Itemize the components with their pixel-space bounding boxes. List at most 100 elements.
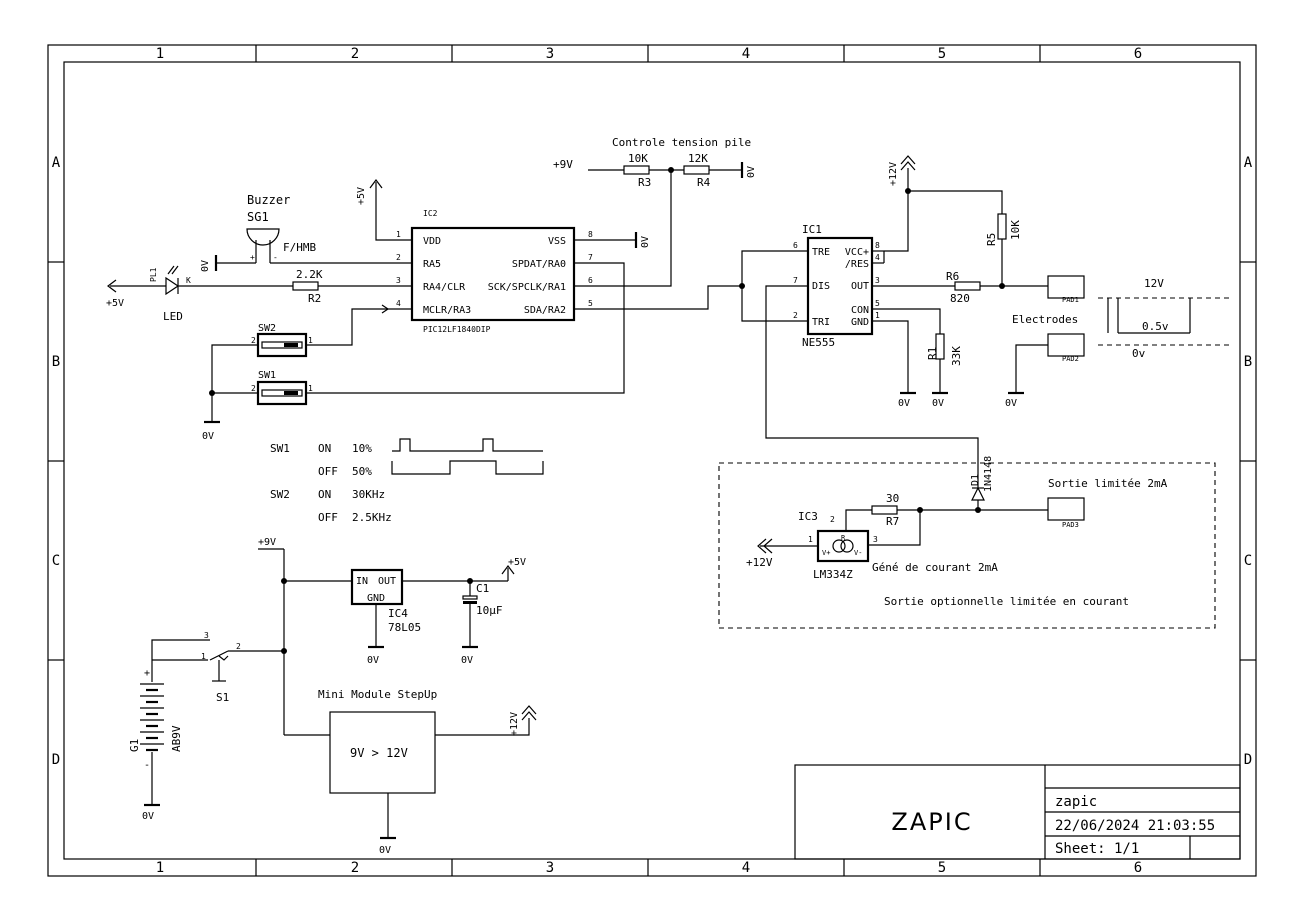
ic3-vminus: V-: [854, 549, 862, 557]
pad2-label: PAD2: [1062, 355, 1079, 363]
col-label-bottom-6: 6: [1134, 860, 1142, 876]
sw2-pin-b: 1: [308, 336, 313, 345]
gnd-label-ic4: 0V: [367, 655, 379, 666]
ic1-ne555: IC1 NE555 TRE DIS TRI VCC+ /RES OUT CON …: [786, 223, 900, 349]
gnd-label-c1: 0V: [461, 655, 473, 666]
ic2-pin-num-5: 5: [588, 299, 593, 308]
row-label-left-b: B: [52, 354, 60, 370]
ic4-ref: IC4: [388, 607, 408, 620]
note-sw2-on: ON: [318, 488, 331, 501]
ic2-pin-num-8: 8: [588, 230, 593, 239]
pile-label: Controle tension pile: [612, 136, 751, 149]
p9v-label-rail: +9V: [258, 537, 276, 548]
stepup-label: 9V > 12V: [350, 746, 408, 760]
ic2-pin-num-4: 4: [396, 299, 401, 308]
ic3-ref: IC3: [798, 510, 818, 523]
ic1-pin-name-res: /RES: [845, 259, 869, 270]
switch-sw1: SW1 2 1 0V: [202, 262, 625, 442]
p12v-label-555: +12V: [888, 162, 899, 186]
led-ref: PL1: [149, 267, 158, 282]
note-sw2-off-value: 2.5KHz: [352, 511, 392, 524]
ic1-pin-name-gnd: GND: [851, 317, 869, 328]
col-label-top-5: 5: [938, 46, 946, 62]
timing-notes: SW1 ON 10% OFF 50% SW2 ON 30KHz OFF 2.5K…: [270, 438, 544, 524]
s1-pin2: 2: [236, 642, 241, 651]
ic3-pin3: 3: [873, 535, 878, 544]
electrode-0v: 0v: [1132, 347, 1146, 360]
sortie-optionnelle-label: Sortie optionnelle limitée en courant: [884, 595, 1129, 608]
ic3-pin2: 2: [830, 515, 835, 524]
gnd-label-divider: 0V: [746, 166, 757, 178]
ic3-rpin: R: [841, 534, 846, 542]
ic2-pin-name-mclr: MCLR/RA3: [423, 305, 471, 316]
switch-s1: 3 1 2 S1: [151, 631, 284, 704]
led-label: LED: [163, 310, 183, 323]
note-sw1-off-value: 50%: [352, 465, 372, 478]
p5v-label-reg: +5V: [508, 557, 526, 568]
note-sw2-on-value: 30KHz: [352, 488, 385, 501]
s1-pin1: 1: [201, 652, 206, 661]
buzzer-ref: SG1: [247, 210, 269, 224]
row-label-left-c: C: [52, 553, 60, 569]
ic1-supply-net: +12V: [883, 155, 1003, 263]
stepup-title: Mini Module StepUp: [318, 688, 437, 701]
ic1-pin-name-tre: TRE: [812, 247, 830, 258]
row-label-left-a: A: [52, 155, 61, 171]
ic2-pin-name-sck: SCK/SPCLK/RA1: [488, 282, 566, 293]
gnd-label-battery: 0V: [142, 811, 154, 822]
ic1-pin-name-con: CON: [851, 305, 869, 316]
ic1-pin-num-8: 8: [875, 241, 880, 250]
ic3-current-source: IC3 LM334Z V+ V- R 1 2 3 +12V: [746, 510, 878, 581]
ic2-supply-net: +5V 0V: [356, 179, 651, 248]
ic1-trigger-net: [739, 250, 979, 480]
col-label-top-3: 3: [546, 46, 554, 62]
gnd-label-pad: 0V: [1005, 398, 1017, 409]
waveform-50pct: [391, 460, 544, 475]
ic1-ref: IC1: [802, 223, 822, 236]
ic1-pin-num-7: 7: [793, 276, 798, 285]
ic1-pin-num-2: 2: [793, 311, 798, 320]
ic4-in: IN: [356, 576, 368, 587]
electrode-12v: 12V: [1144, 277, 1164, 290]
pad1-label: PAD1: [1062, 296, 1079, 304]
ic4-out: OUT: [378, 576, 396, 587]
sw1-ref: SW1: [258, 370, 276, 381]
title-block-datetime: 22/06/2024 21:03:55: [1055, 818, 1215, 834]
r1-ref: R1: [926, 347, 939, 360]
ic3-vplus: V+: [822, 549, 830, 557]
buzzer-pin-minus: -: [273, 253, 278, 262]
ic2-pin-name-vss: VSS: [548, 236, 566, 247]
optional-current-section: Sortie limitée 2mA Géné de courant 2mA S…: [718, 462, 1216, 629]
title-block-sheet: Sheet: 1/1: [1055, 841, 1139, 857]
r4-ref: R4: [697, 176, 711, 189]
title-block-name: ZAPIC: [891, 808, 972, 836]
g1-value: AB9V: [170, 725, 183, 752]
r2-value: 2.2K: [296, 268, 323, 281]
ic2-pin-num-7: 7: [588, 253, 593, 262]
note-sw2-off: OFF: [318, 511, 338, 524]
ic4-gnd: GND: [367, 593, 385, 604]
sw1-pin-b: 1: [308, 384, 313, 393]
note-sw1-on-value: 10%: [352, 442, 372, 455]
note-sw1-on: ON: [318, 442, 331, 455]
r6-value: 820: [950, 292, 970, 305]
r4-value: 12K: [688, 152, 708, 165]
g1-plus: +: [144, 668, 150, 679]
ic3-pin1: 1: [808, 535, 813, 544]
electrode-pads: PAD1 Electrodes PAD2 0V 12V 0.5v 0v: [1005, 275, 1230, 409]
g1-ref: G1: [128, 739, 141, 752]
col-label-bottom-1: 1: [156, 860, 164, 876]
col-label-bottom-2: 2: [351, 860, 359, 876]
ic1-pin-name-tri: TRI: [812, 317, 830, 328]
col-label-bottom-5: 5: [938, 860, 946, 876]
sw2-pin-a: 2: [251, 336, 256, 345]
r2-ref: R2: [308, 292, 321, 305]
r3-value: 10K: [628, 152, 648, 165]
ic1-pin-num-5: 5: [875, 299, 880, 308]
ic1-pin-num-6: 6: [793, 241, 798, 250]
r1-value: 33K: [950, 346, 963, 366]
ic2-pin-name-spdat: SPDAT/RA0: [512, 259, 566, 270]
note-sw1: SW1: [270, 442, 290, 455]
ic2-microcontroller: IC2 PIC12LF1840DIP 1 2 3 4 VDD RA5 RA4/C…: [388, 209, 600, 334]
gnd-label-555: 0V: [898, 398, 910, 409]
